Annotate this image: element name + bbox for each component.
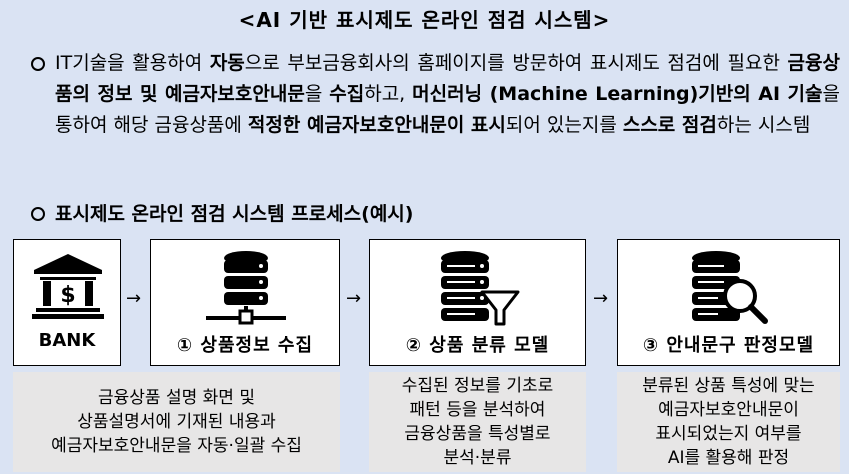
note-line: 예금자보호안내문이: [658, 400, 799, 420]
note-line: 금융상품 설명 화면 및: [98, 388, 255, 408]
note-judge: 분류된 상품 특성에 맞는 예금자보호안내문이 표시되었는지 여부를 AI를 활…: [617, 372, 840, 472]
description-text: 을: [304, 83, 330, 105]
description-emphasis: 적정한 예금자보호안내문이 표시: [247, 114, 506, 136]
bank-label: BANK: [38, 330, 96, 351]
description-text: 하고,: [364, 83, 413, 105]
step-box-classify: ② 상품 분류 모델: [369, 239, 586, 366]
system-description: IT기술을 활용하여 자동으로 부보금융회사의 홈페이지를 방문하여 표시제도 …: [55, 48, 840, 141]
note-line: AI를 활용해 판정: [667, 448, 790, 468]
arrow-icon: →: [126, 288, 142, 309]
bullet-icon: [31, 207, 45, 221]
description-emphasis: 금융상품의 정보 및 예금자보호안내문: [55, 52, 840, 105]
description-text: 을 통하여 해당 금융상품에: [55, 83, 840, 136]
step-box-collect: ① 상품정보 수집: [150, 239, 340, 366]
step-label-collect: ① 상품정보 수집: [176, 335, 314, 356]
step-box-judge: ③ 안내문구 판정모델: [617, 239, 840, 366]
note-line: 수집된 정보를 기초로: [401, 376, 554, 396]
note-line: 분류된 상품 특성에 맞는: [642, 376, 815, 396]
note-line: 패턴 등을 분석하여: [409, 400, 546, 420]
description-text: 으로 부보금융회사의 홈페이지를 방문하여 표시제도 점검에 필요한: [244, 52, 788, 74]
bank-icon: $: [32, 254, 104, 319]
note-line: 예금자보호안내문을 자동·일괄 수집: [51, 436, 302, 456]
database-search-icon: [692, 251, 768, 324]
note-line: 상품설명서에 기재된 내용과: [77, 412, 276, 432]
process-title: 표시제도 온라인 점검 시스템 프로세스(예시): [55, 203, 414, 225]
svg-text:$: $: [60, 283, 75, 308]
page-title: <AI 기반 표시제도 온라인 점검 시스템>: [238, 8, 611, 32]
database-filter-icon: [441, 251, 520, 326]
note-line: 분석·분류: [443, 448, 512, 468]
step-label-judge: ③ 안내문구 판정모델: [642, 335, 815, 356]
arrow-icon: →: [346, 288, 362, 309]
bullet-icon: [31, 57, 45, 71]
note-line: 금융상품을 특성별로: [404, 424, 551, 444]
description-text: 하는 시스템: [716, 114, 811, 136]
description-emphasis: 수집: [329, 83, 365, 105]
description-emphasis: 자동: [209, 52, 245, 74]
description-emphasis: 머신러닝 (Machine Learning)기반의 AI 기술: [412, 83, 823, 105]
note-line: 표시되었는지 여부를: [655, 424, 802, 444]
description-text: IT기술을 활용하여: [55, 52, 210, 74]
database-network-icon: [206, 251, 286, 325]
bank-box: $ BANK: [13, 239, 121, 366]
note-collect: 금융상품 설명 화면 및 상품설명서에 기재된 내용과 예금자보호안내문을 자동…: [13, 372, 340, 472]
arrow-icon: →: [593, 288, 609, 309]
note-classify: 수집된 정보를 기초로 패턴 등을 분석하여 금융상품을 특성별로 분석·분류: [369, 372, 586, 472]
description-text: 되어 있는지를: [505, 114, 623, 136]
description-emphasis: 스스로 점검: [622, 114, 717, 136]
step-label-classify: ② 상품 분류 모델: [405, 335, 550, 356]
